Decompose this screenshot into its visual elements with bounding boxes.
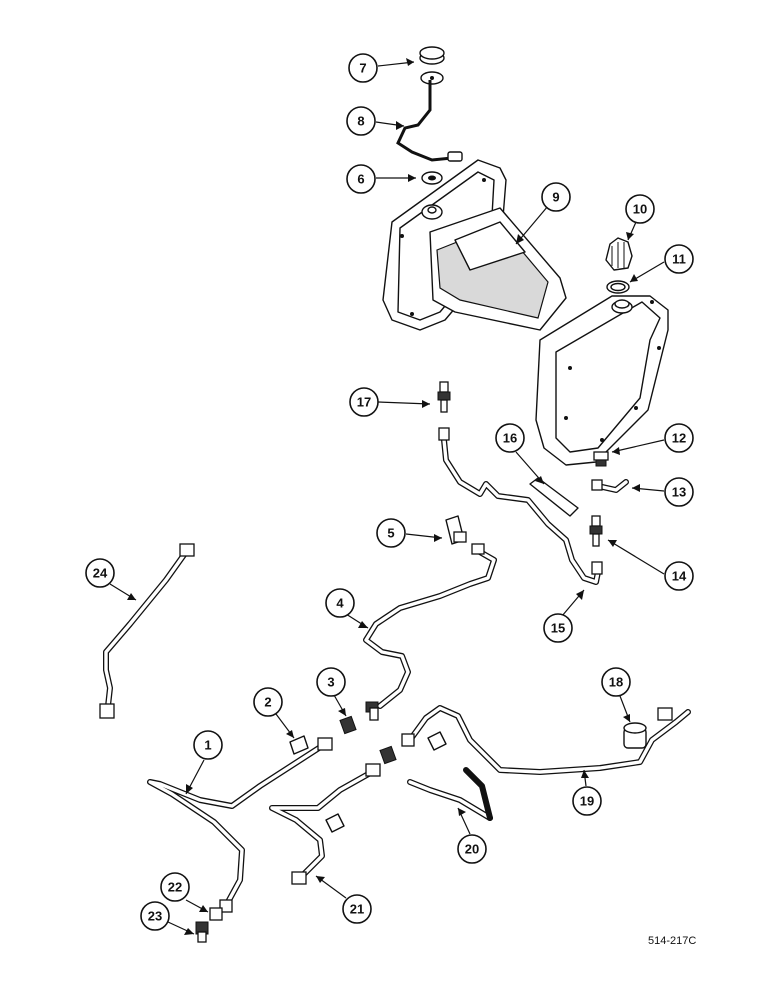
svg-text:2: 2 <box>264 695 271 710</box>
svg-text:13: 13 <box>672 485 686 500</box>
svg-text:16: 16 <box>503 431 517 446</box>
gasket-7 <box>419 46 445 65</box>
nut-23 <box>195 921 209 943</box>
svg-text:5: 5 <box>387 526 394 541</box>
callout-12: 12 <box>611 423 694 455</box>
gasket-6 <box>421 171 443 185</box>
callout-15: 15 <box>543 589 585 643</box>
svg-text:14: 14 <box>672 569 687 584</box>
callout-21: 21 <box>315 875 372 924</box>
connector-22 <box>209 907 223 921</box>
callout-9: 9 <box>515 182 571 245</box>
fuel-pipe-15 <box>438 427 603 585</box>
callout-13: 13 <box>631 477 694 507</box>
svg-text:18: 18 <box>609 675 623 690</box>
callout-7: 7 <box>348 53 415 83</box>
elbow-13 <box>591 479 629 493</box>
nut-near-21 <box>379 745 397 765</box>
fuel-pipe-1 <box>147 737 333 913</box>
svg-text:20: 20 <box>465 842 479 857</box>
callout-16: 16 <box>495 423 545 485</box>
svg-text:8: 8 <box>357 114 364 129</box>
callout-22: 22 <box>160 872 209 913</box>
svg-text:11: 11 <box>672 252 686 267</box>
svg-text:12: 12 <box>672 431 686 446</box>
switch-18 <box>623 722 647 749</box>
fuel-pipe-19 <box>401 705 691 775</box>
nut-3 <box>339 715 357 735</box>
fitting-12 <box>593 451 609 467</box>
callout-17: 17 <box>349 387 431 417</box>
callout-18: 18 <box>601 667 631 723</box>
svg-text:1: 1 <box>204 738 211 753</box>
sleeve-2 <box>289 735 309 755</box>
callout-5: 5 <box>376 518 443 548</box>
svg-text:9: 9 <box>552 190 559 205</box>
fuel-tank <box>382 159 669 466</box>
svg-text:7: 7 <box>359 61 366 76</box>
svg-text:23: 23 <box>148 909 162 924</box>
svg-text:22: 22 <box>168 880 182 895</box>
callout-23: 23 <box>140 901 195 935</box>
callout-11: 11 <box>629 244 694 283</box>
fuel-gauge-sender-8 <box>396 71 463 162</box>
svg-text:17: 17 <box>357 395 371 410</box>
svg-text:10: 10 <box>633 202 647 217</box>
filler-cap-10 <box>605 237 633 271</box>
callout-10: 10 <box>625 194 655 241</box>
callout-1: 1 <box>185 730 223 795</box>
connector-14 <box>589 515 603 547</box>
svg-text:19: 19 <box>580 794 594 809</box>
fuel-pipe-4 <box>363 543 497 721</box>
svg-text:15: 15 <box>551 621 565 636</box>
callout-3: 3 <box>316 667 347 717</box>
callout-19: 19 <box>572 769 602 816</box>
callout-8: 8 <box>346 106 405 136</box>
connector-17 <box>437 381 451 413</box>
seal-ring-11 <box>606 280 630 294</box>
tee-fitting-5 <box>445 515 467 545</box>
fuel-pipe-21 <box>269 763 381 885</box>
fuel-pipe-24 <box>99 543 195 719</box>
callout-24: 24 <box>85 558 137 601</box>
svg-text:21: 21 <box>350 902 364 917</box>
callout-2: 2 <box>253 687 295 739</box>
svg-text:24: 24 <box>93 566 108 581</box>
reference-code: 514-217C <box>648 935 696 947</box>
callout-20: 20 <box>457 807 487 864</box>
callout-4: 4 <box>325 588 369 629</box>
hose-20 <box>407 767 493 821</box>
svg-text:6: 6 <box>357 172 364 187</box>
callout-6: 6 <box>346 164 416 194</box>
callout-14: 14 <box>607 539 694 591</box>
hose-16 <box>529 477 579 517</box>
svg-text:4: 4 <box>336 596 344 611</box>
svg-text:3: 3 <box>327 675 334 690</box>
